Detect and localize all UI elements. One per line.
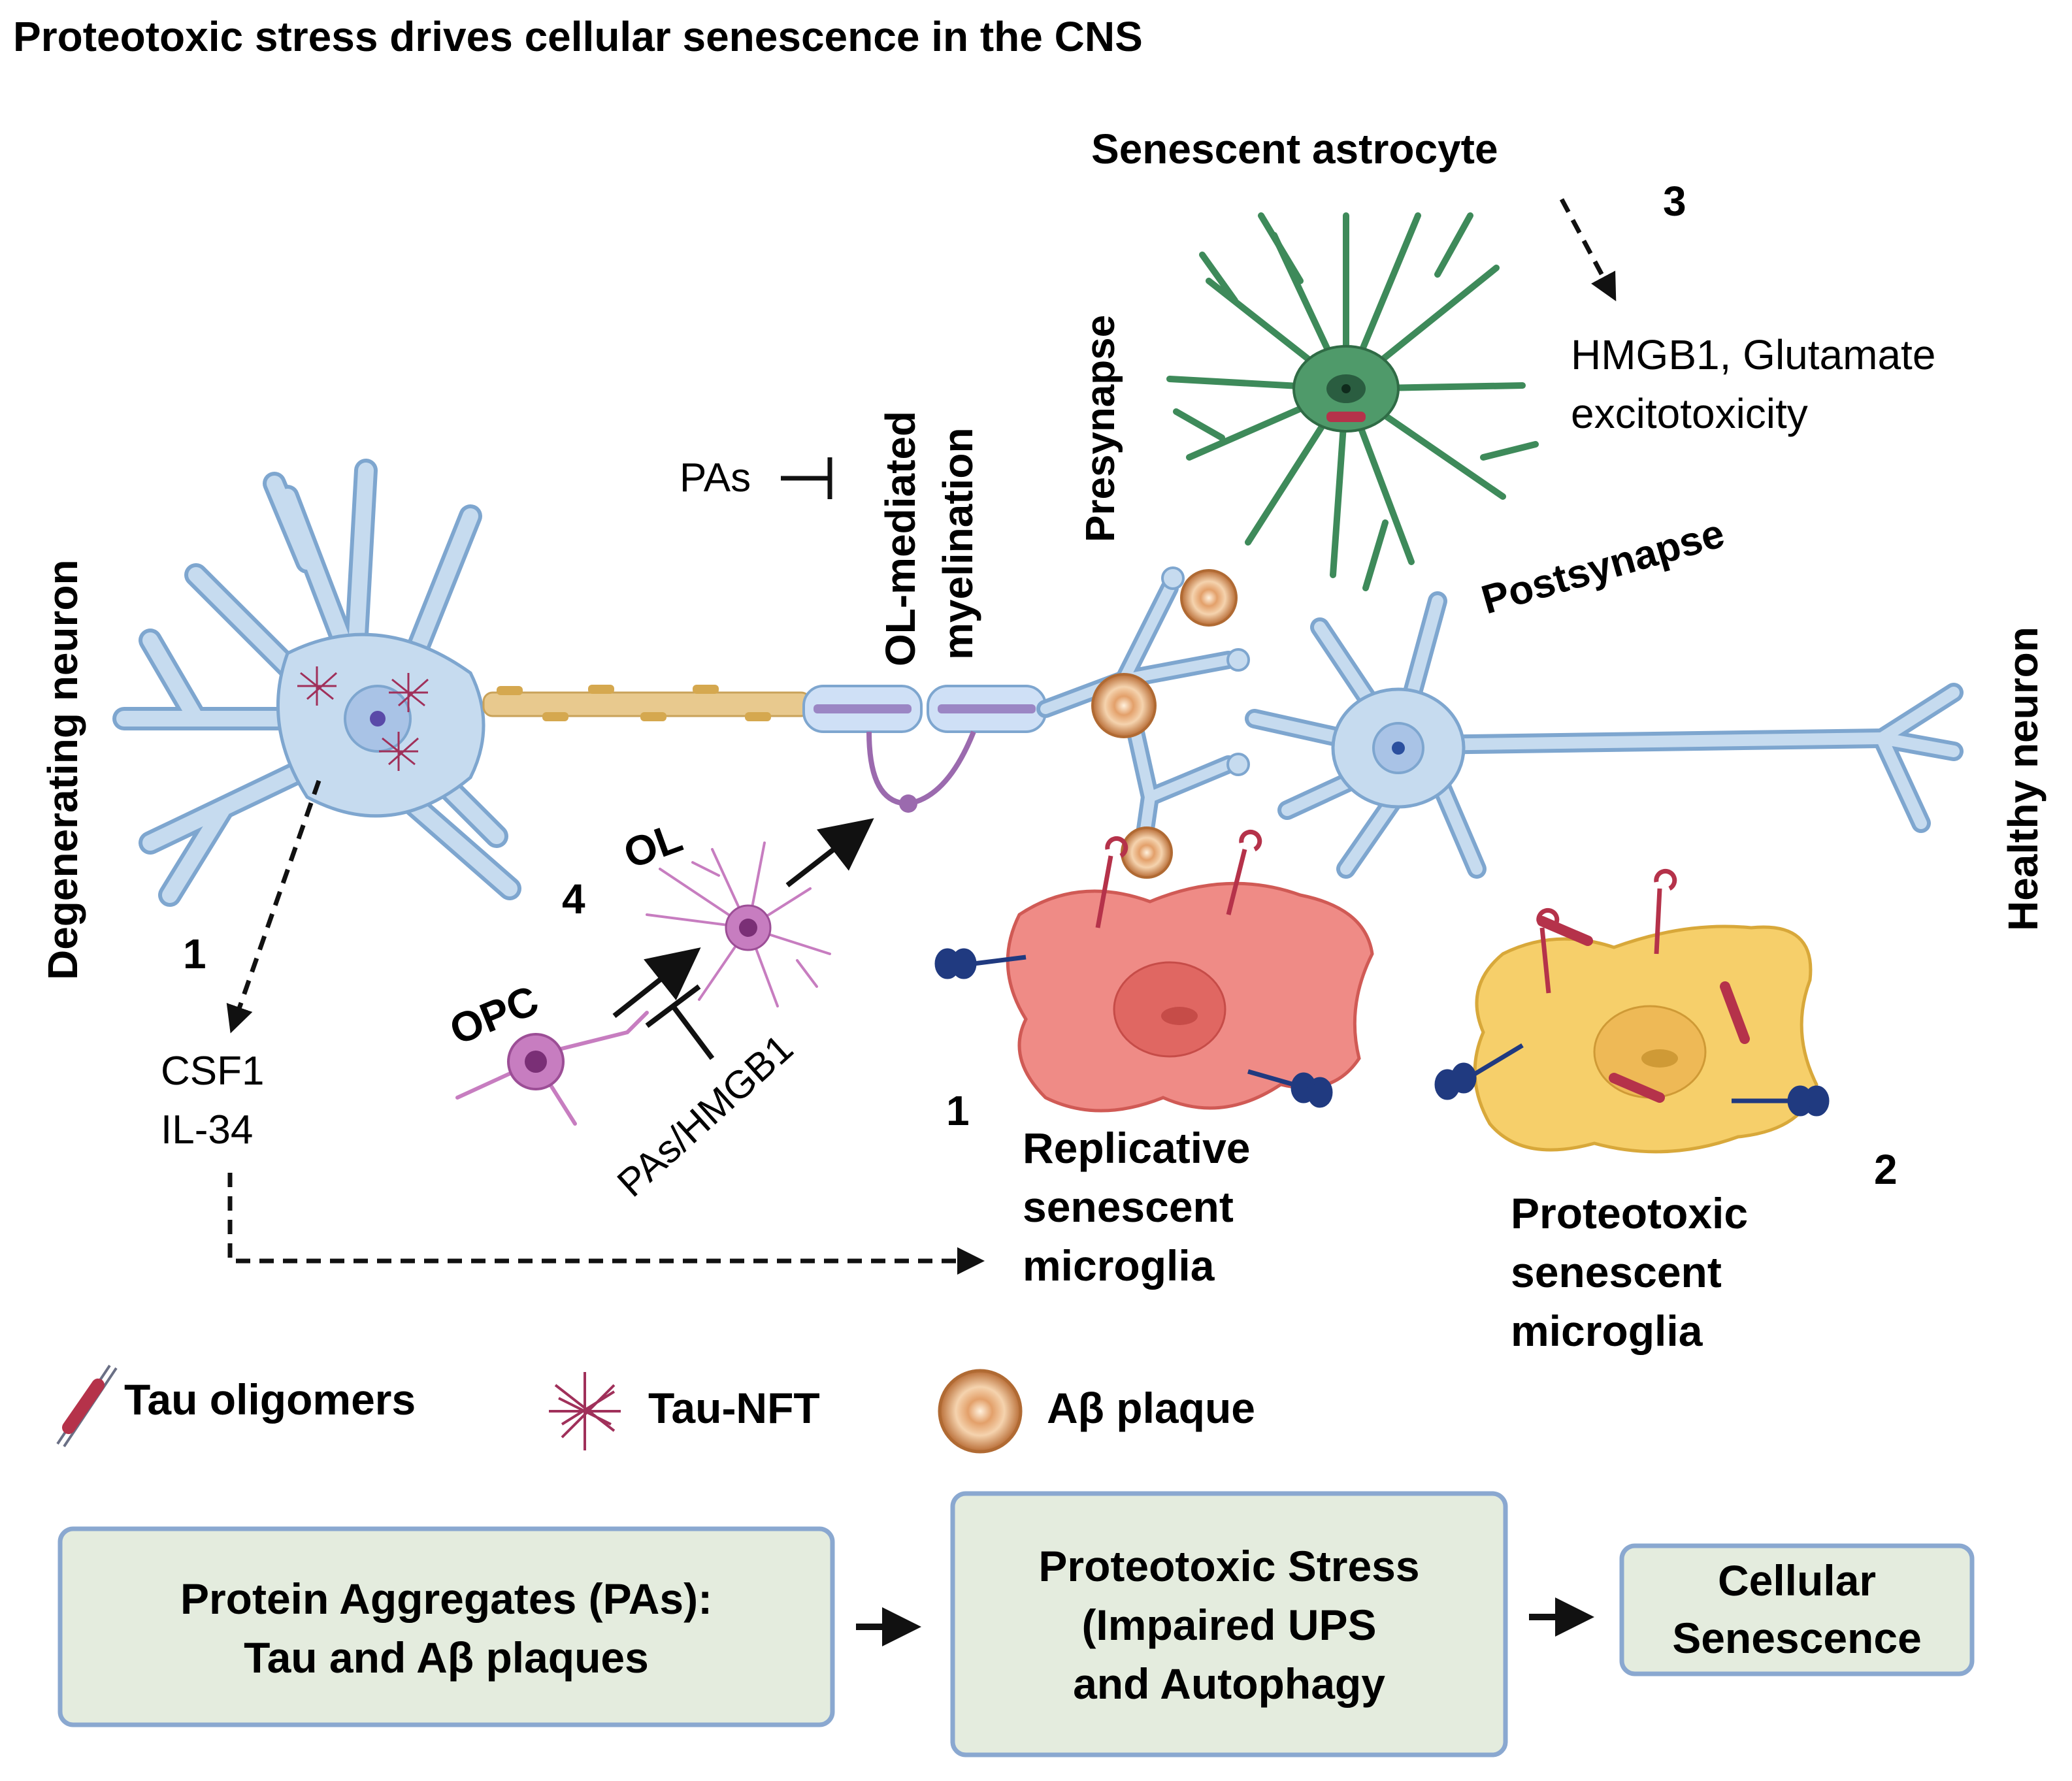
pas-label: PAs bbox=[680, 455, 751, 500]
legend: Tau oligomers Tau-NFT Aβ plaque bbox=[56, 1364, 1255, 1454]
opc-cell bbox=[455, 1011, 649, 1126]
box1-line2: Tau and Aβ plaques bbox=[244, 1633, 649, 1682]
csf1-label: CSF1 bbox=[161, 1049, 264, 1094]
ab-plaques bbox=[1091, 569, 1238, 879]
number-4: 4 bbox=[562, 875, 585, 923]
legend-tau-nft: Tau-NFT bbox=[648, 1384, 820, 1432]
number-1-left: 1 bbox=[183, 930, 206, 977]
tau-oligomer-icon bbox=[56, 1364, 118, 1448]
degenerating-neuron bbox=[112, 459, 521, 907]
number-1-microglia: 1 bbox=[946, 1087, 970, 1134]
hmgb1-glutamate-label: HMGB1, Glutamate bbox=[1571, 331, 1935, 378]
senescent-astrocyte-label: Senescent astrocyte bbox=[1091, 125, 1498, 172]
degenerating-axon bbox=[482, 685, 812, 721]
legend-ab-plaque: Aβ plaque bbox=[1047, 1384, 1255, 1432]
replicative-microglia-label-1: Replicative bbox=[1023, 1124, 1251, 1172]
number-3: 3 bbox=[1663, 178, 1686, 225]
ol-label: OL bbox=[617, 813, 688, 877]
myelin-sheath bbox=[802, 685, 1047, 813]
page-title: Proteotoxic stress drives cellular senes… bbox=[13, 13, 1143, 60]
ol-cell bbox=[646, 841, 831, 1007]
il34-label: IL-34 bbox=[161, 1107, 253, 1152]
degenerating-neuron-label: Degenerating neuron bbox=[39, 559, 86, 980]
replicative-microglia bbox=[934, 829, 1374, 1113]
healthy-neuron-label: Healthy neuron bbox=[1999, 627, 2047, 931]
proteotoxic-microglia-label-2: senescent bbox=[1511, 1248, 1722, 1296]
box3-line1: Cellular bbox=[1718, 1556, 1876, 1605]
ab-plaque-icon bbox=[938, 1369, 1023, 1454]
pas-inhibition bbox=[781, 457, 832, 499]
neuron-to-csf1-arrow bbox=[226, 779, 321, 1034]
box3-line2: Senescence bbox=[1672, 1614, 1922, 1662]
tau-nft-icon bbox=[549, 1372, 621, 1450]
postsynapse-label: Postsynapse bbox=[1477, 511, 1730, 623]
flow-box-proteotoxic-stress: Proteotoxic Stress (Impaired UPS and Aut… bbox=[950, 1491, 1508, 1757]
presynapse-label: Presynapse bbox=[1078, 315, 1123, 542]
legend-tau-oligomers: Tau oligomers bbox=[124, 1375, 416, 1424]
pas-hmgb1-inhibition bbox=[645, 984, 715, 1060]
box1-line1: Protein Aggregates (PAs): bbox=[180, 1575, 712, 1623]
healthy-neuron bbox=[1245, 591, 1964, 879]
flow-box-protein-aggregates: Protein Aggregates (PAs): Tau and Aβ pla… bbox=[58, 1526, 835, 1727]
box2-line3: and Autophagy bbox=[1073, 1659, 1385, 1708]
box2-line1: Proteotoxic Stress bbox=[1038, 1542, 1419, 1590]
proteotoxic-microglia-label-3: microglia bbox=[1511, 1307, 1703, 1355]
number-2: 2 bbox=[1874, 1146, 1898, 1193]
ol-to-myelin-arrow bbox=[785, 818, 874, 888]
flow-box-cellular-senescence: Cellular Senescence bbox=[1619, 1543, 1975, 1676]
box2-line2: (Impaired UPS bbox=[1081, 1601, 1376, 1649]
replicative-microglia-label-3: microglia bbox=[1023, 1241, 1215, 1290]
csf1-to-microglia-arrow bbox=[227, 1173, 985, 1275]
replicative-microglia-label-2: senescent bbox=[1023, 1183, 1234, 1231]
opc-to-ol-arrow bbox=[612, 947, 701, 1019]
proteotoxic-microglia-label-1: Proteotoxic bbox=[1511, 1189, 1748, 1237]
ol-mediated-label: OL-mediated bbox=[877, 411, 924, 666]
proteotoxic-microglia bbox=[1434, 868, 1830, 1154]
myelination-label: myelination bbox=[934, 427, 981, 660]
excitotoxicity-label: excitotoxicity bbox=[1571, 390, 1808, 437]
astrocyte-to-hmgb1-arrow bbox=[1559, 198, 1617, 302]
